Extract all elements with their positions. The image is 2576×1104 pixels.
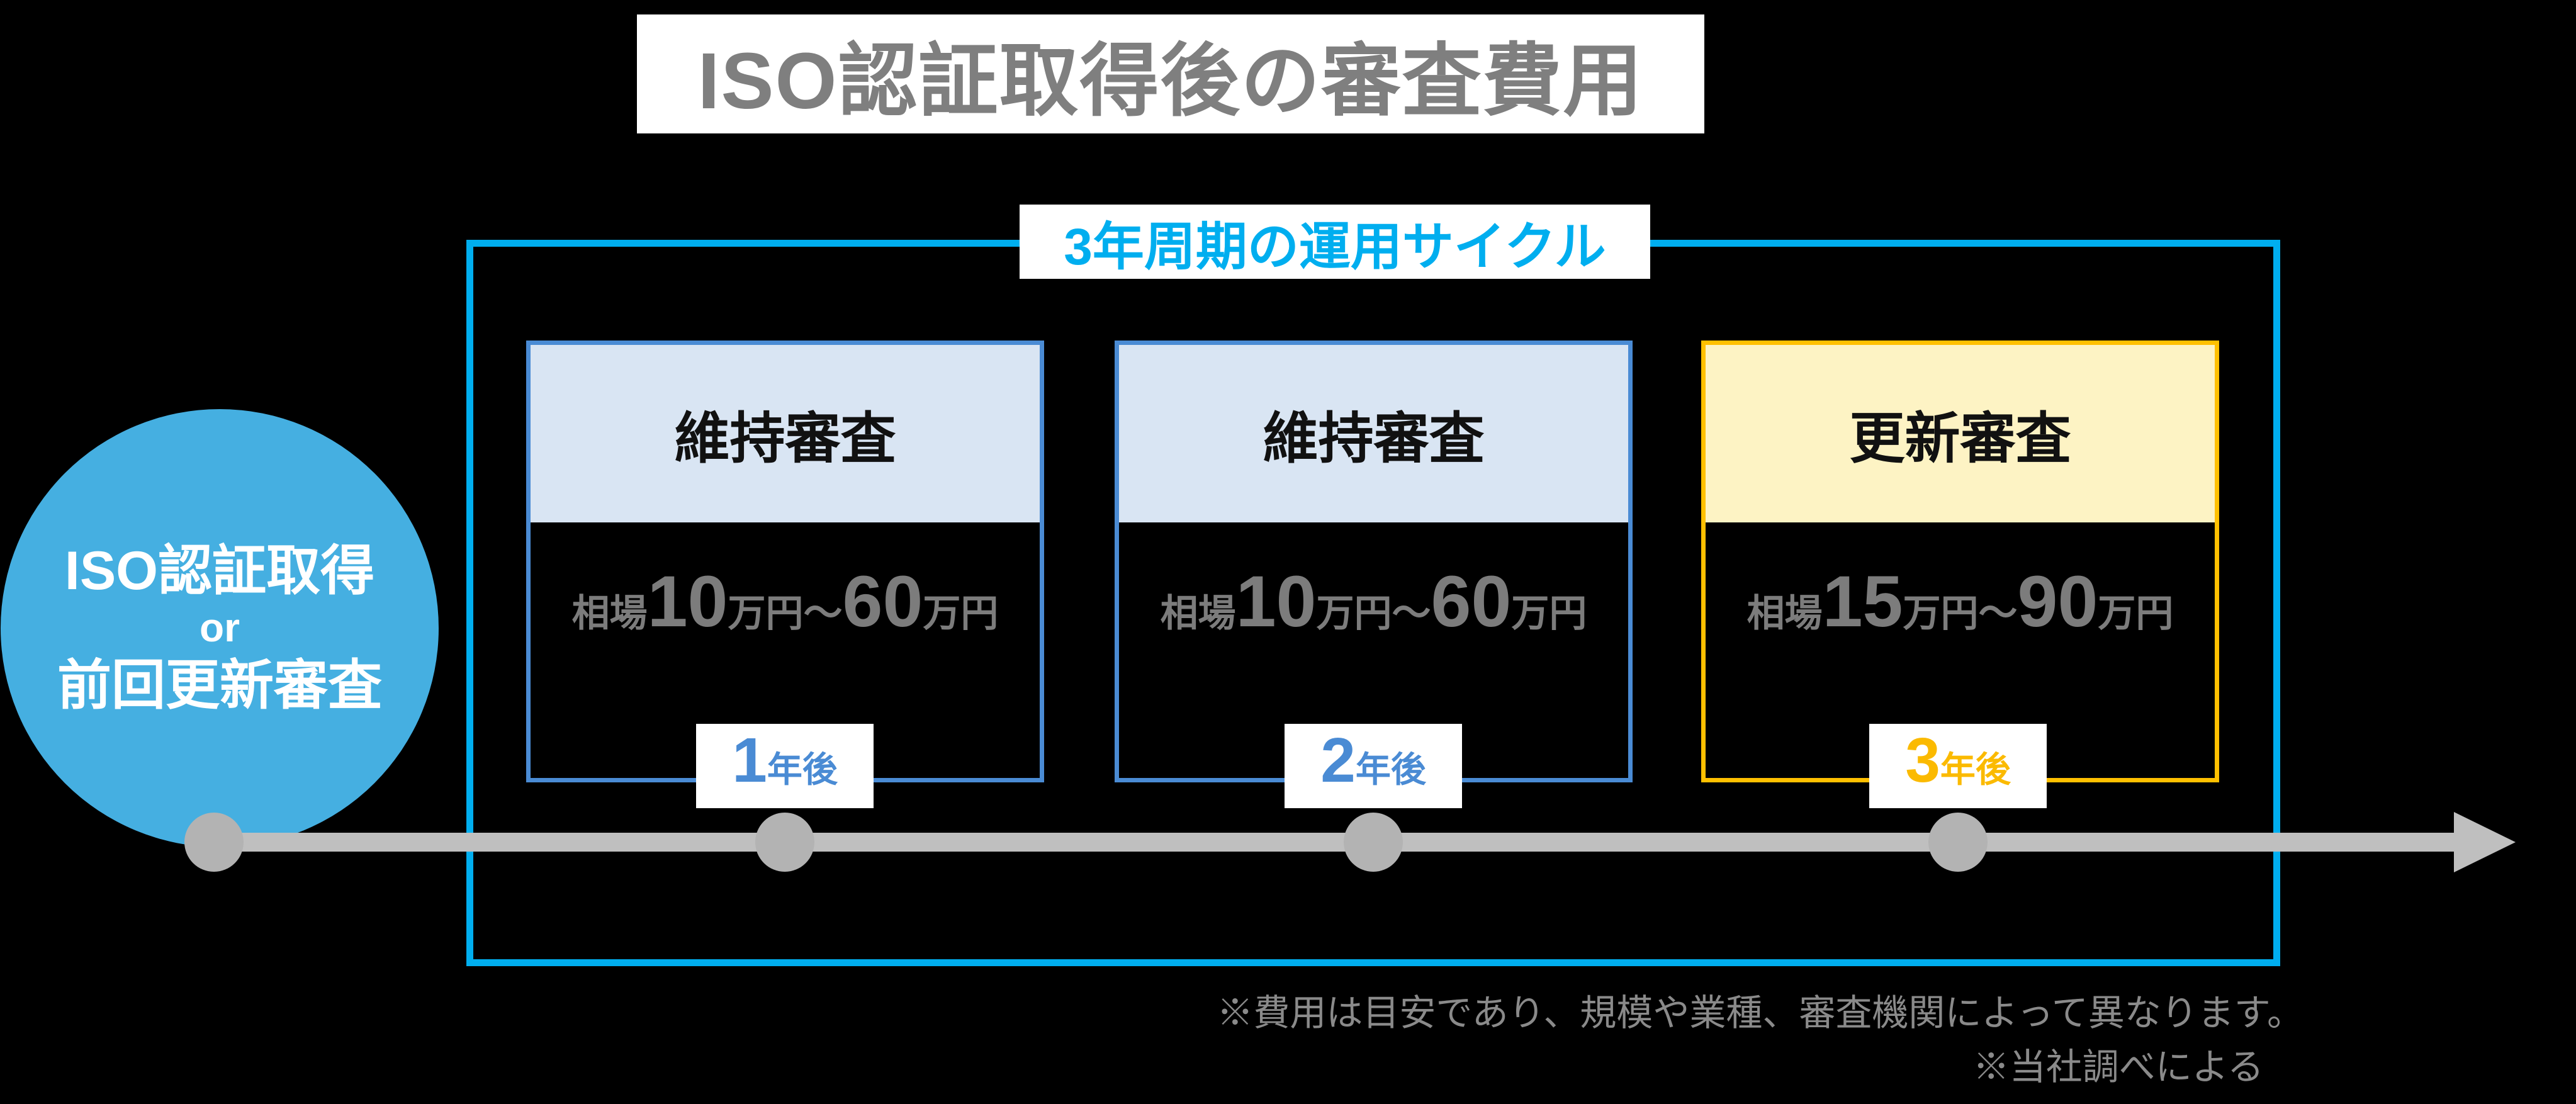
start-circle-line1: ISO認証取得	[64, 541, 375, 602]
timeline-dot-year1	[755, 813, 814, 872]
start-circle-line3: 前回更新審査	[57, 655, 382, 716]
price-min: 10	[647, 561, 728, 642]
price-prefix: 相場	[1160, 592, 1236, 634]
timeline-dot-year3	[1928, 813, 1988, 872]
price-unit: 万円	[1511, 592, 1587, 634]
price-min: 15	[1822, 561, 1903, 642]
audit-box-2-header: 維持審査	[1119, 345, 1628, 522]
price-unit: 万円	[923, 592, 999, 634]
footnote-source: ※当社調べによる	[1972, 1047, 2264, 1088]
price-separator: ～	[1392, 592, 1431, 635]
price-separator: ～	[803, 592, 843, 635]
price-unit: 万円	[1903, 592, 1979, 634]
price-max: 60	[1431, 561, 1512, 642]
audit-box-2-title: 維持審査	[1263, 407, 1485, 470]
timeline-line	[214, 833, 2455, 852]
audit-box-3-title: 更新審査	[1849, 407, 2071, 470]
audit-box-3-header: 更新審査	[1706, 345, 2215, 522]
page-title-text: ISO認証取得後の審査費用	[697, 36, 1644, 125]
price-prefix: 相場	[1746, 592, 1823, 634]
price-prefix: 相場	[571, 592, 648, 634]
price-unit: 万円	[2098, 592, 2174, 634]
price-max: 60	[842, 561, 923, 642]
price-max: 90	[2017, 561, 2098, 642]
timeline-dot-year2	[1344, 813, 1403, 872]
start-circle-line2: or	[200, 605, 240, 651]
timeline-arrow-head-icon	[2454, 812, 2516, 872]
year-1-suffix: 年後	[767, 750, 838, 789]
start-circle: ISO認証取得 or 前回更新審査	[1, 409, 439, 847]
year-3-suffix: 年後	[1940, 750, 2011, 789]
cycle-label: 3年周期の運用サイクル	[1020, 205, 1650, 279]
year-2-suffix: 年後	[1355, 750, 1426, 789]
year-1-number: 1	[732, 725, 767, 796]
price-separator: ～	[1978, 592, 2018, 635]
price-unit: 万円	[1316, 592, 1392, 634]
price-min: 10	[1235, 561, 1317, 642]
year-2-number: 2	[1320, 725, 1356, 796]
cycle-label-text: 3年周期の運用サイクル	[1064, 218, 1606, 276]
page-title: ISO認証取得後の審査費用	[637, 14, 1704, 133]
footnote-disclaimer: ※費用は目安であり、規模や業種、審査機関によって異なります。	[1217, 993, 2303, 1034]
audit-box-1-title: 維持審査	[674, 407, 896, 470]
year-3-number: 3	[1905, 725, 1940, 796]
price-unit: 万円	[728, 592, 804, 634]
audit-box-1-header: 維持審査	[531, 345, 1040, 522]
timeline-dot-start	[184, 813, 244, 872]
